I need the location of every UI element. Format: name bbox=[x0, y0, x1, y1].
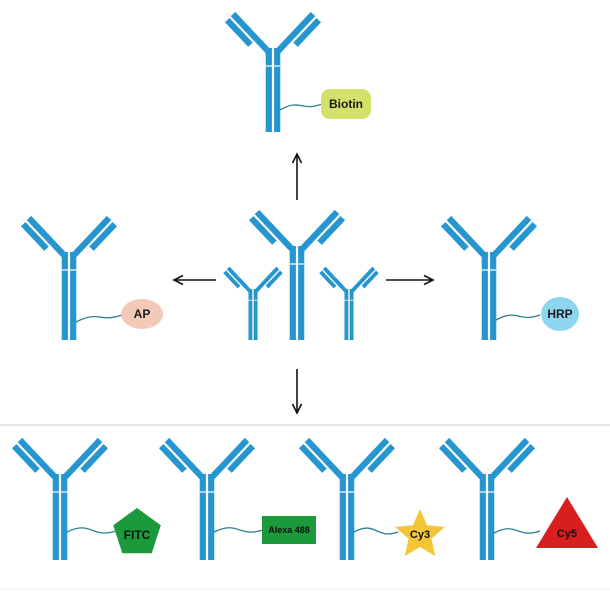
cy5-label: Cy5 bbox=[557, 528, 577, 540]
arrow-left-to-ap bbox=[172, 274, 216, 286]
antibodies-layer bbox=[11, 11, 538, 560]
linker-biotin bbox=[279, 103, 323, 111]
linker-ap bbox=[75, 314, 123, 323]
biotin-tag: Biotin bbox=[321, 89, 371, 119]
alexa488-tag: Alexa 488 bbox=[262, 516, 316, 544]
fitc-tag: FITC bbox=[113, 508, 161, 554]
hrp-label: HRP bbox=[547, 307, 572, 321]
antibody-center-small-left bbox=[223, 266, 283, 340]
antibody-ap bbox=[20, 215, 118, 340]
ap-tag: AP bbox=[121, 299, 163, 329]
alexa488-label: Alexa 488 bbox=[268, 525, 310, 535]
antibody-biotin bbox=[224, 11, 322, 132]
antibody-fluor-cy5 bbox=[438, 437, 536, 560]
cy3-label: Cy3 bbox=[410, 529, 430, 541]
antibody-fluor-alexa488 bbox=[158, 437, 256, 560]
arrows-layer bbox=[172, 152, 435, 415]
hrp-tag: HRP bbox=[541, 297, 579, 331]
linker-fitc bbox=[66, 527, 117, 534]
cy3-tag: Cy3 bbox=[395, 509, 445, 556]
linker-alexa488 bbox=[213, 527, 264, 533]
fitc-label: FITC bbox=[124, 528, 151, 542]
antibody-fluor-cy3 bbox=[298, 437, 396, 560]
arrow-right-to-hrp bbox=[386, 274, 435, 286]
arrow-up-to-biotin bbox=[291, 152, 303, 200]
antibody-center-large bbox=[248, 209, 346, 340]
biotin-label: Biotin bbox=[329, 97, 363, 111]
antibody-fluor-fitc bbox=[11, 437, 109, 560]
cy5-tag: Cy5 bbox=[536, 497, 598, 548]
linker-hrp bbox=[495, 314, 541, 321]
linker-cy3 bbox=[353, 527, 399, 535]
arrow-down-to-fluorophores bbox=[291, 369, 303, 415]
ap-label: AP bbox=[134, 307, 151, 321]
antibody-center-small-right bbox=[319, 266, 379, 340]
linker-cy5 bbox=[493, 528, 541, 534]
antibody-hrp bbox=[440, 215, 538, 340]
